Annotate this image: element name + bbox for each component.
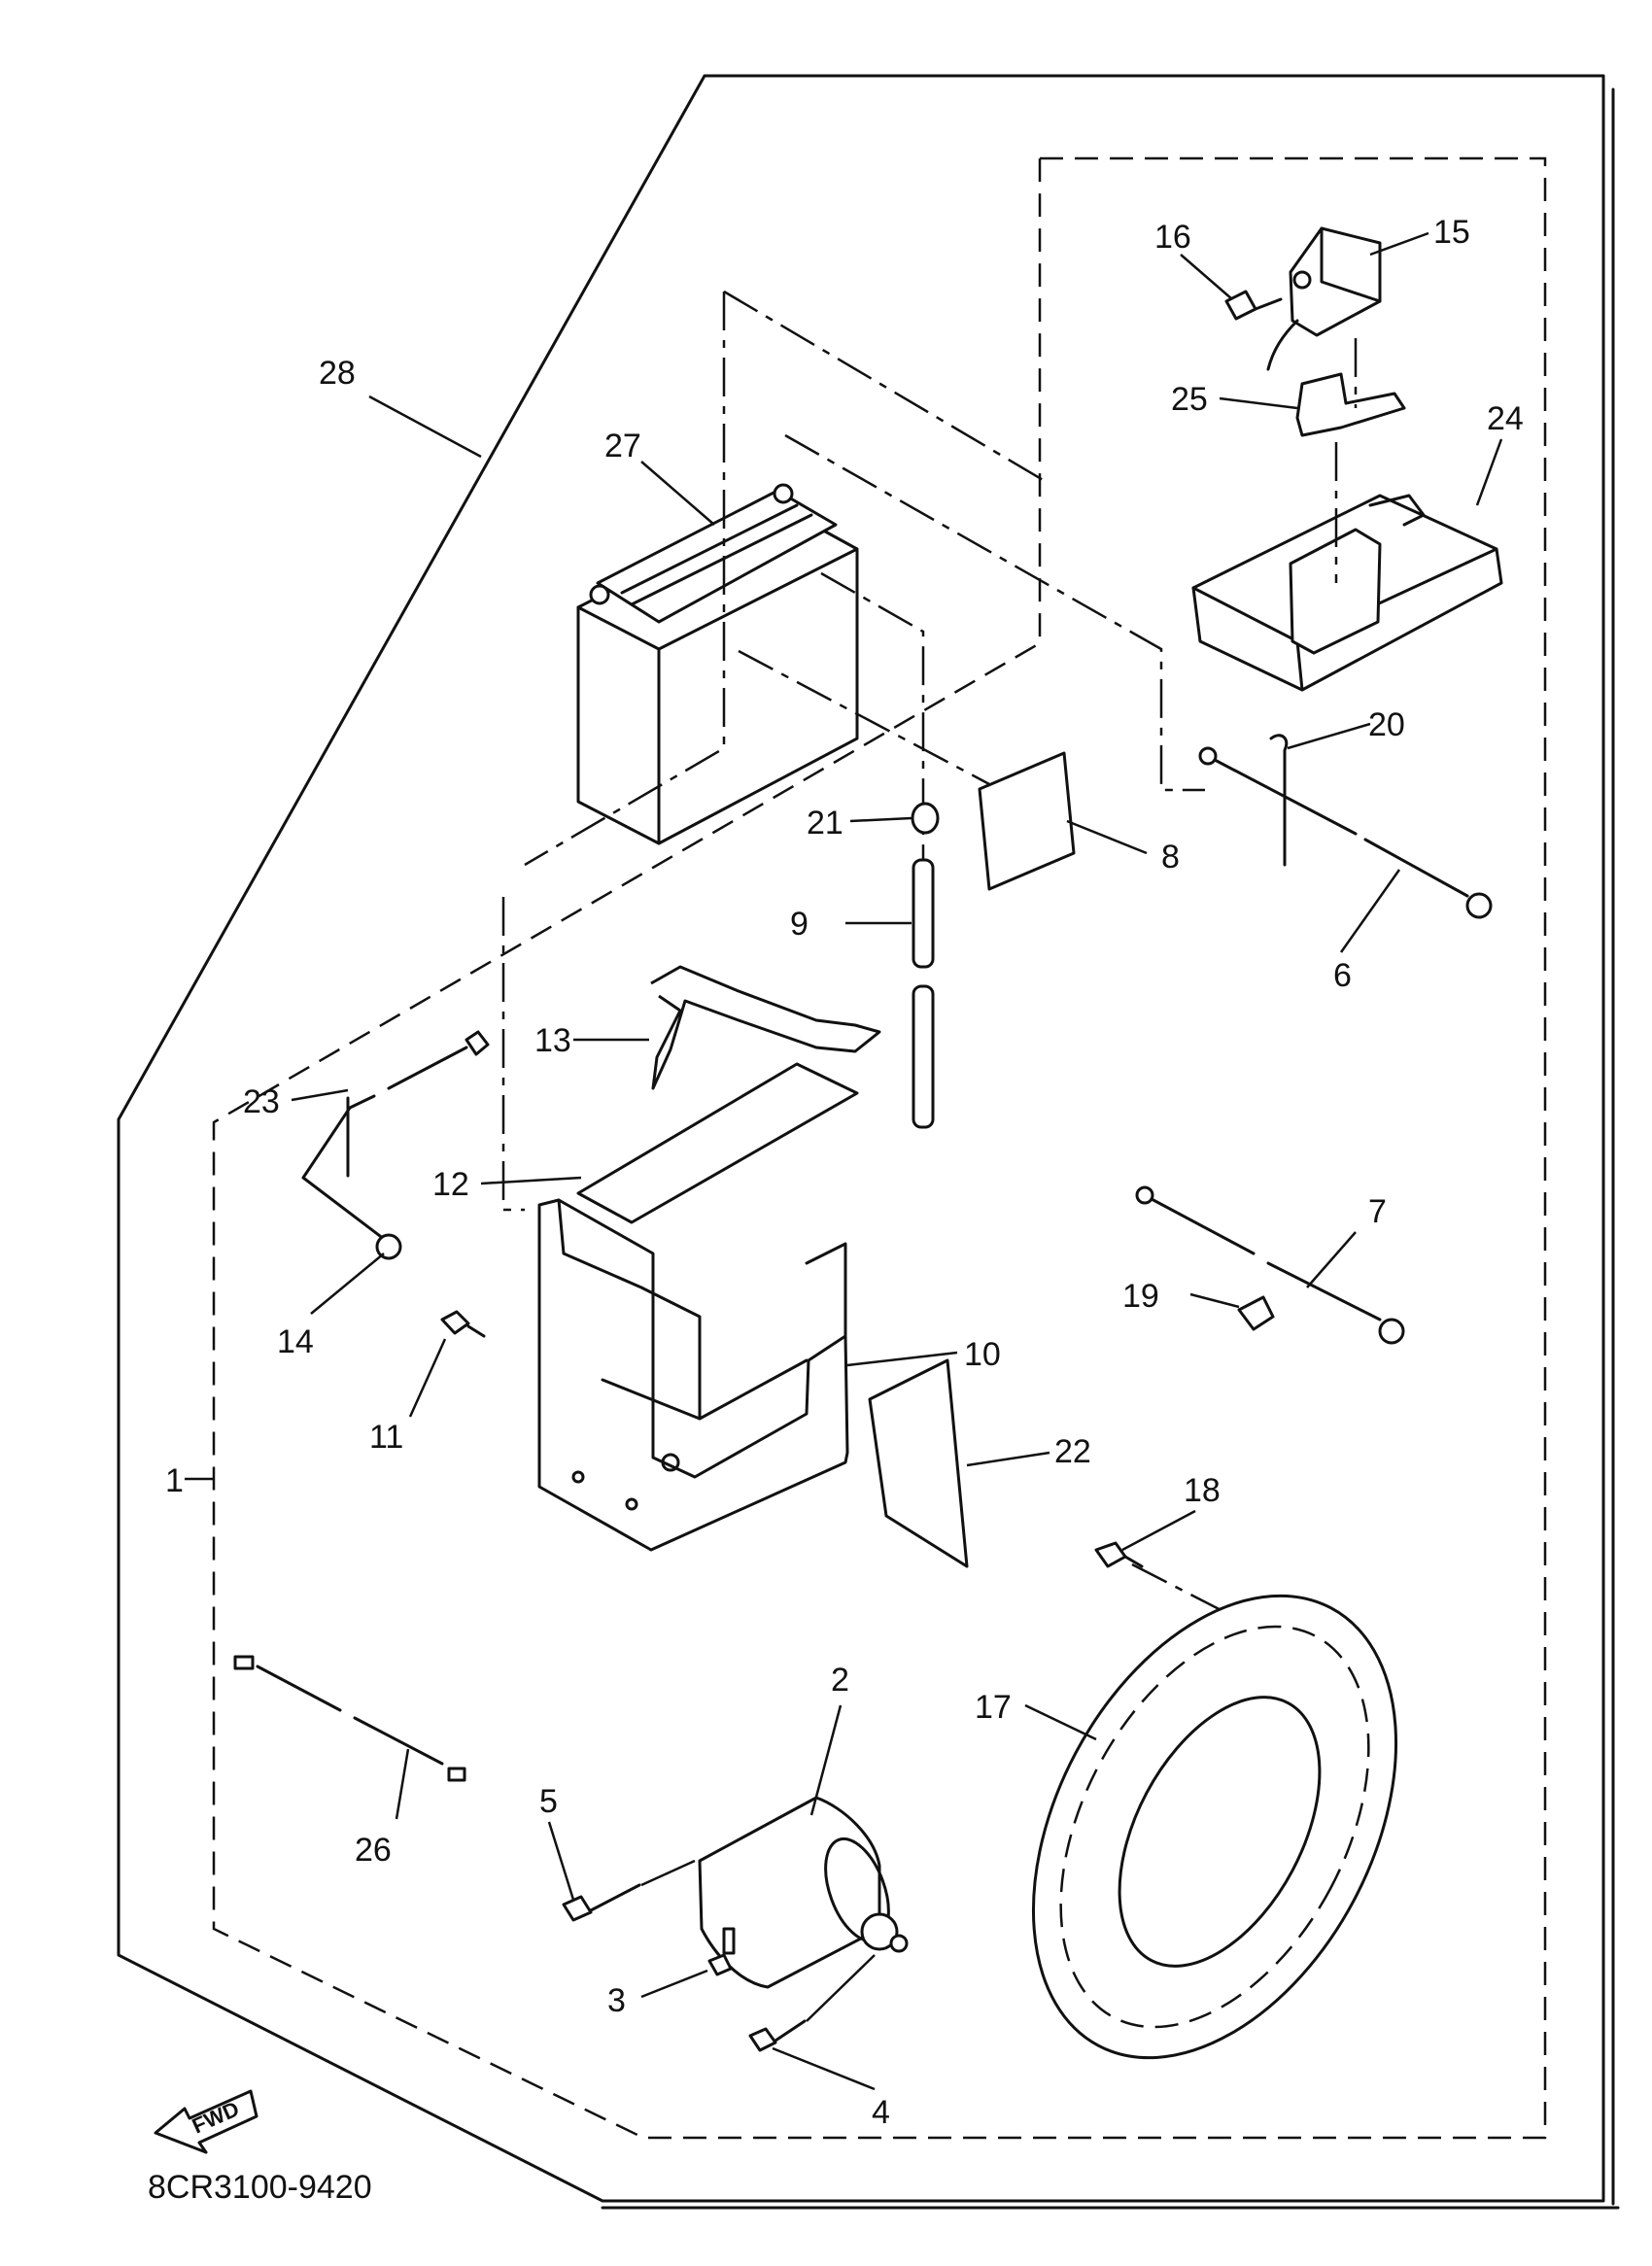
callout-24: 24 [1487, 400, 1524, 437]
callout-22: 22 [1054, 1433, 1091, 1470]
battery-pad [576, 1062, 859, 1224]
callout-28: 28 [319, 355, 356, 392]
callout-19: 19 [1122, 1278, 1159, 1315]
callout-4: 4 [872, 2094, 890, 2131]
callout-6: 6 [1333, 957, 1352, 994]
starter-bolt-4 [748, 2019, 807, 2052]
callout-9: 9 [790, 906, 809, 943]
callout-labels: 1 2 3 4 5 6 7 8 9 10 11 12 13 14 15 16 1… [165, 214, 1524, 2131]
breather-hose [912, 858, 935, 1129]
callout-10: 10 [964, 1336, 1001, 1373]
callout-12: 12 [432, 1166, 469, 1203]
battery-box [1191, 494, 1503, 692]
starter-ring-gear [1031, 1594, 1398, 2060]
callout-1: 1 [165, 1462, 184, 1499]
callout-26: 26 [355, 1832, 392, 1869]
callout-18: 18 [1184, 1472, 1221, 1509]
callout-20: 20 [1368, 706, 1405, 743]
callout-11: 11 [369, 1419, 403, 1456]
callout-15: 15 [1433, 214, 1470, 251]
starter-motor [698, 1796, 909, 1989]
drawing-code: 8CR3100-9420 [148, 2169, 372, 2206]
callout-25: 25 [1171, 381, 1208, 418]
inner-kit-boundary [212, 156, 1547, 2140]
callout-14: 14 [277, 1323, 314, 1360]
relay-bolt [1224, 290, 1283, 321]
callout-21: 21 [807, 805, 843, 841]
battery-cable-6 [1198, 746, 1493, 919]
cable-clip-20 [1269, 734, 1289, 867]
callout-23: 23 [243, 1083, 280, 1120]
callout-5: 5 [539, 1783, 558, 1820]
leader-lines [185, 231, 1503, 2091]
hose-clamp [911, 802, 940, 835]
callout-3: 3 [607, 1982, 626, 2019]
wire-harness [233, 1655, 466, 1782]
callout-8: 8 [1161, 839, 1180, 876]
sprocket-bolt [1094, 1541, 1144, 1568]
callout-17: 17 [975, 1689, 1012, 1726]
fwd-arrow-icon: FWD [154, 2089, 258, 2154]
callout-13: 13 [534, 1022, 571, 1059]
battery-cable-14 [301, 1030, 490, 1260]
cable-clip-19 [1237, 1295, 1275, 1331]
battery-cable-7 [1135, 1185, 1405, 1345]
callout-16: 16 [1154, 219, 1191, 256]
holder-bolt [440, 1310, 486, 1338]
starter-bolt-5 [562, 1883, 641, 1922]
caution-label [868, 1358, 969, 1568]
callout-27: 27 [604, 428, 641, 464]
battery-strap [650, 965, 881, 1090]
relay-bracket [1295, 372, 1406, 437]
battery [576, 483, 859, 845]
starter-nut [707, 1953, 733, 1976]
outer-kit-frame [117, 74, 1620, 2210]
warning-label [978, 751, 1076, 891]
callout-7: 7 [1368, 1193, 1387, 1230]
starter-relay [1266, 226, 1382, 371]
battery-holder [537, 1198, 849, 1552]
callout-2: 2 [831, 1662, 849, 1699]
